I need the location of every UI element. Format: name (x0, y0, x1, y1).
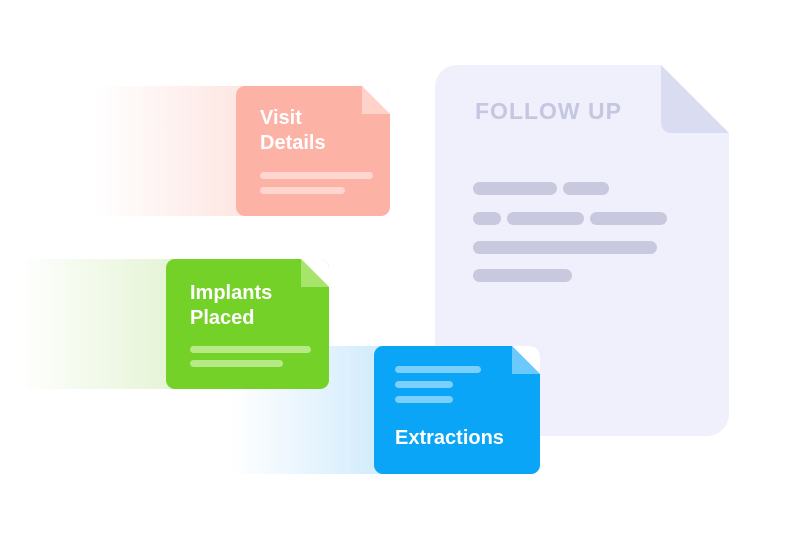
follow-up-document-fold (661, 65, 729, 133)
visit-details-motion-trail (95, 86, 255, 216)
extractions-label: Extractions (395, 427, 504, 449)
follow-up-title: FOLLOW UP (475, 98, 622, 124)
document-text-line (473, 212, 501, 225)
card-text-line (260, 187, 345, 194)
card-text-line (190, 346, 311, 353)
document-text-line (507, 212, 584, 225)
visit-details-card: Visit Details (236, 86, 390, 216)
card-text-line (395, 381, 453, 388)
card-text-line (395, 366, 481, 373)
document-text-line (563, 182, 609, 195)
document-text-line (473, 182, 557, 195)
document-text-line (473, 241, 657, 254)
card-text-line (395, 396, 453, 403)
implants-placed-card: Implants Placed (166, 259, 329, 389)
extractions-card: Extractions (374, 346, 540, 474)
implants-placed-motion-trail (20, 259, 180, 389)
visit-details-label: Visit Details (260, 107, 326, 154)
card-text-line (260, 172, 373, 179)
document-text-line (590, 212, 667, 225)
implants-placed-label: Implants Placed (190, 282, 273, 329)
card-text-line (190, 360, 283, 367)
document-text-line (473, 269, 572, 282)
